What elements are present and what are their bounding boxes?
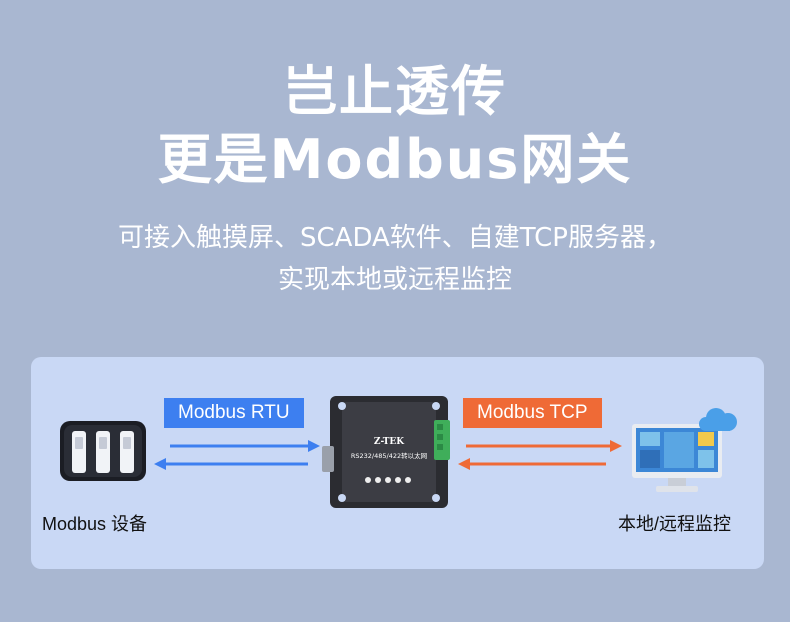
- headline-line-1: 岂止透传: [283, 60, 507, 123]
- modbus-rtu-tag: Modbus RTU: [164, 398, 304, 428]
- rtu-arrows: [154, 440, 320, 470]
- modbus-tcp-tag: Modbus TCP: [463, 398, 602, 428]
- device-model: RS232/485/422转以太网: [351, 451, 427, 460]
- headline-line-2: 更是Modbus网关: [157, 128, 633, 191]
- server-icon: [60, 421, 146, 481]
- converter-device-icon: Z-TEK RS232/485/422转以太网: [322, 396, 450, 508]
- tcp-arrows: [458, 440, 622, 470]
- subtitle-line-1: 可接入触摸屏、SCADA软件、自建TCP服务器，: [118, 223, 672, 253]
- remote-monitor-caption: 本地/远程监控: [618, 514, 732, 534]
- device-brand: Z-TEK: [374, 437, 405, 447]
- monitor-cloud-icon: [632, 408, 737, 492]
- modbus-device-caption: Modbus 设备: [42, 514, 148, 534]
- subtitle-line-2: 实现本地或远程监控: [277, 265, 512, 295]
